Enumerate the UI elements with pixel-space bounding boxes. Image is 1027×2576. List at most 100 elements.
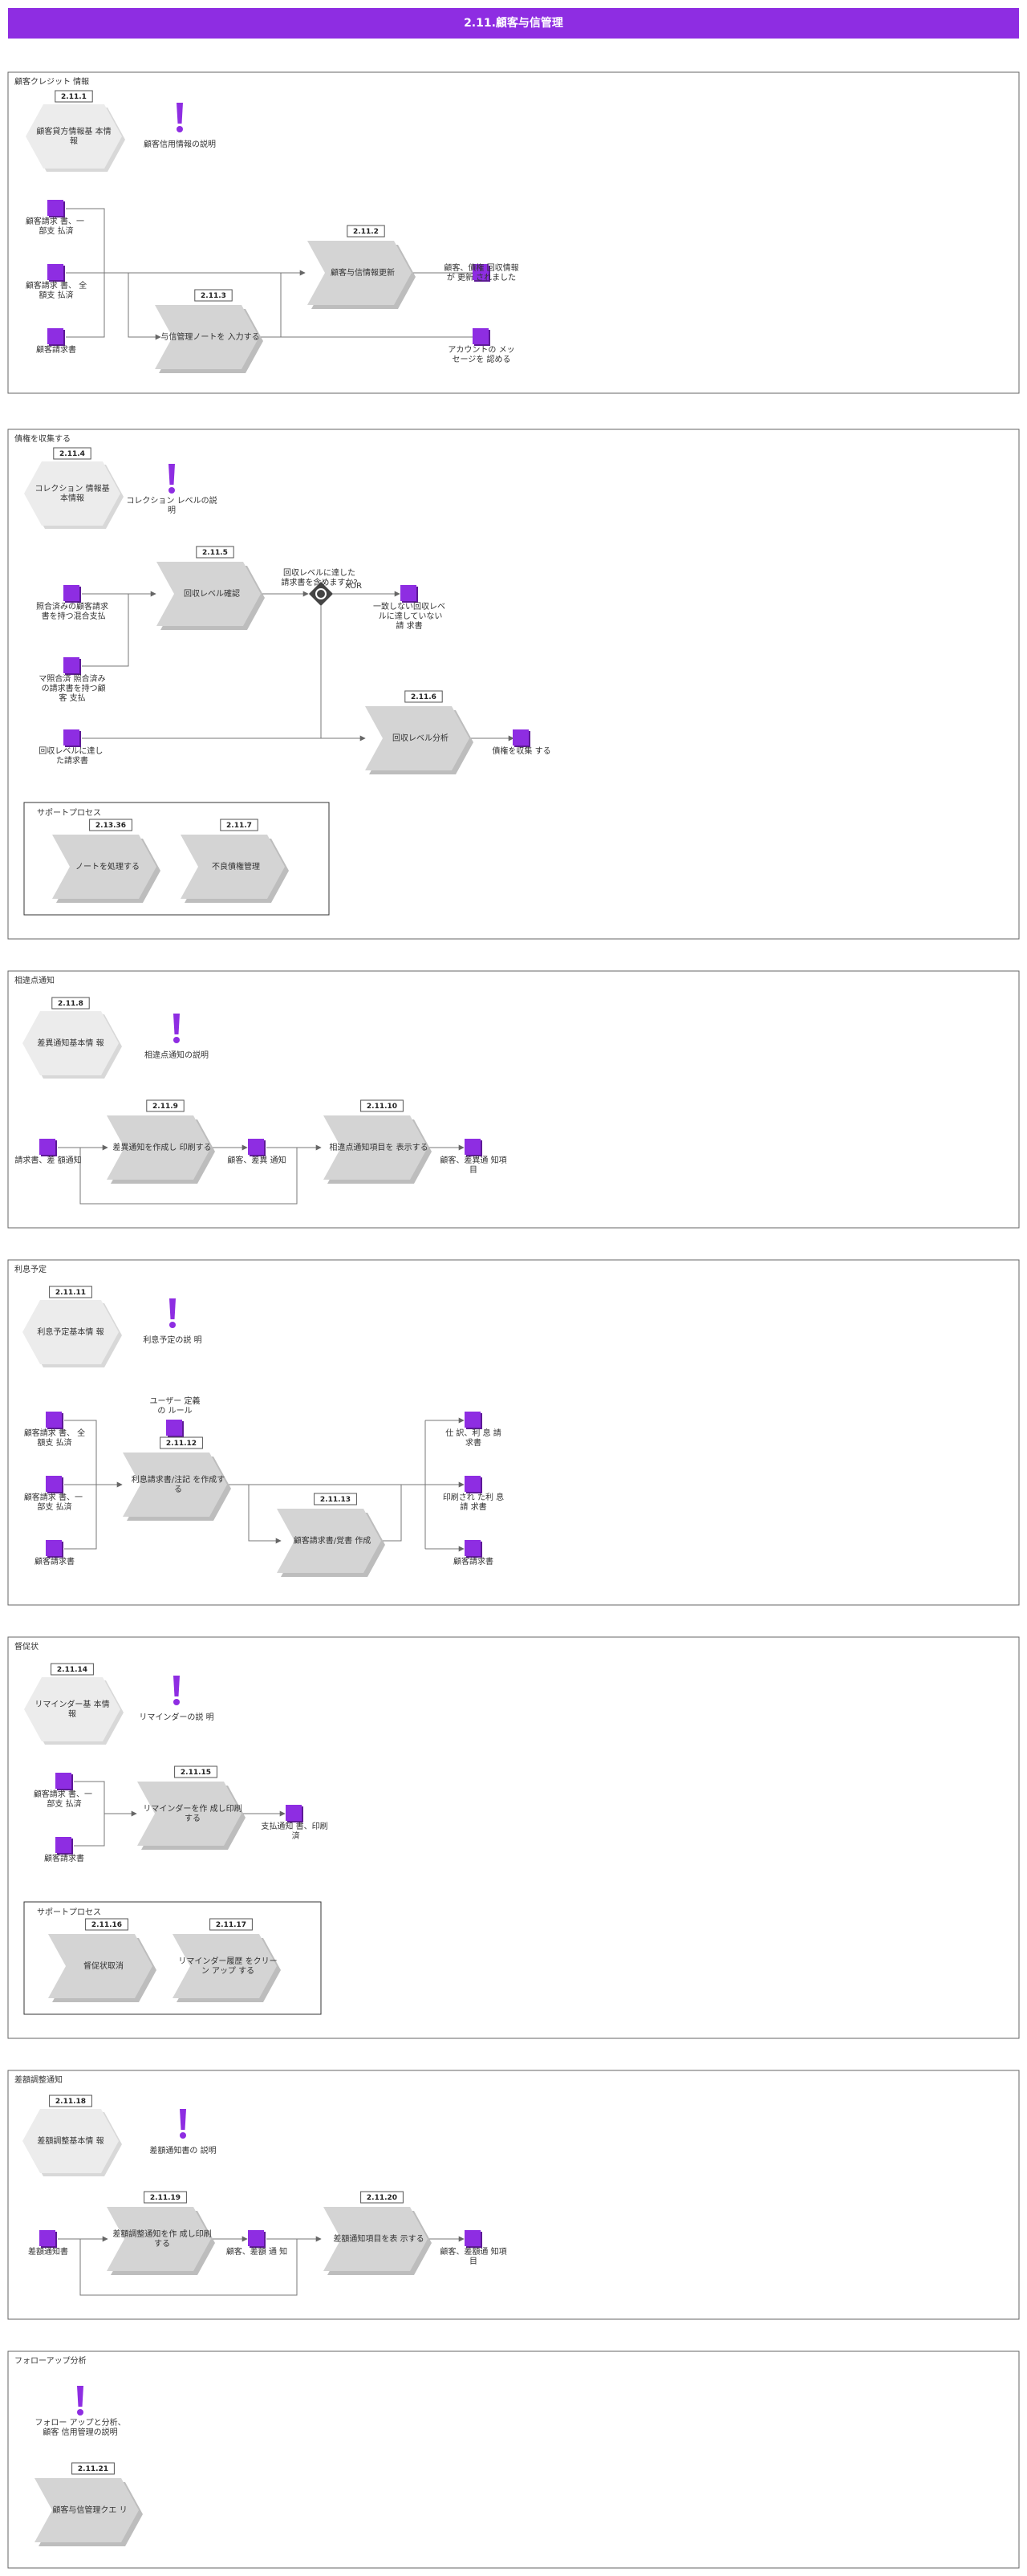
process-step[interactable] [277,1509,381,1573]
event-square[interactable] [47,328,63,344]
section-frame [7,2070,1020,2320]
process-step[interactable] [365,706,469,770]
event-label: 仕 訳、利 息 請求書 [445,1428,501,1448]
event-square[interactable] [465,1139,481,1155]
step-id-box [347,225,385,238]
event-square[interactable] [63,585,79,601]
event-square[interactable] [46,1540,62,1556]
process-step[interactable] [137,1782,242,1846]
base-info-label: 利息予定基本情 報 [37,1327,104,1337]
step-id: 2.11.5 [202,549,228,557]
event-square[interactable] [465,1412,481,1428]
event-square[interactable] [55,1837,71,1853]
step-id: 2.11.12 [166,1440,197,1448]
event-square[interactable] [513,729,529,746]
event-square[interactable] [39,2230,55,2246]
event-square[interactable] [166,1420,182,1436]
process-step[interactable] [323,1115,428,1180]
section-title: 顧客クレジット 情報 [14,76,89,87]
description-label: 相違点通知の説明 [144,1050,209,1060]
event-square[interactable] [46,1412,62,1428]
step-id: 2.11.7 [226,822,252,830]
process-step[interactable] [155,305,259,369]
process-step-label: 利息請求書/注記 を作成する [132,1474,225,1494]
description-label: 差額通知書の 説明 [149,2145,216,2155]
step-id-box [146,1099,185,1112]
base-info-hexagon[interactable] [22,1300,119,1364]
process-step[interactable] [107,1115,211,1180]
gateway-type-label: XOR [345,582,362,591]
section-title: 相違点通知 [14,975,55,985]
page-title-banner: 2.11.顧客与信管理 [8,8,1019,39]
process-step[interactable] [107,2207,211,2271]
event-square[interactable] [465,2230,481,2246]
event-square[interactable] [63,729,79,746]
description-label: フォロー アップと分析、顧客 信用管理の説明 [35,2417,125,2437]
step-id-box [55,90,93,103]
xor-gateway[interactable] [309,582,333,606]
base-info-label: リマインダー基 本情報 [35,1699,109,1719]
event-square[interactable] [55,1773,71,1789]
base-info-hexagon[interactable] [24,461,120,526]
base-info-hexagon[interactable] [22,1011,119,1075]
description-label: リマインダーの説 明 [139,1712,213,1722]
process-step-label: 督促状取消 [83,1960,124,1971]
step-id: 2.11.18 [55,2098,86,2106]
page-title: 2.11.顧客与信管理 [464,17,563,30]
process-step[interactable] [156,562,261,626]
event-square[interactable] [39,1139,55,1155]
exclamation-icon [180,2109,186,2130]
exclamation-dot [180,2132,186,2139]
exclamation-dot [169,1322,176,1328]
base-info-hexagon[interactable] [24,1677,120,1741]
section-frame [7,429,1020,940]
event-square[interactable] [47,264,63,280]
exclamation-icon [177,103,183,124]
event-square[interactable] [248,1139,264,1155]
event-label: 一致しない回収レベ ルに達していない請 求書 [373,601,445,631]
step-id: 2.11.6 [411,693,436,701]
event-label: 顧客請求書 [36,344,76,355]
exclamation-dot [77,2409,83,2416]
process-step[interactable] [181,835,285,899]
step-id: 2.13.36 [95,822,126,830]
event-square[interactable] [248,2230,264,2246]
process-step[interactable] [48,1934,152,1998]
step-id-box [160,1436,203,1449]
connector-line [248,1485,282,1544]
event-square[interactable] [63,657,79,673]
event-square[interactable] [286,1805,302,1821]
exclamation-dot [168,487,175,494]
event-square[interactable] [473,264,489,280]
step-id: 2.11.8 [58,1000,83,1008]
event-square[interactable] [47,200,63,216]
step-id: 2.11.21 [78,2465,108,2473]
base-info-hexagon[interactable] [22,2109,119,2173]
event-square[interactable] [46,1476,62,1492]
event-label: 請求書、差 額通知 [14,1155,81,1165]
event-square[interactable] [400,585,416,601]
exclamation-icon [173,1676,180,1696]
process-step[interactable] [123,1453,227,1517]
process-step[interactable] [173,1934,277,1998]
process-step[interactable] [52,835,156,899]
event-square[interactable] [465,1476,481,1492]
step-id-box [71,2462,115,2475]
base-info-hexagon[interactable] [26,104,122,169]
step-id-box [49,2095,92,2107]
event-label: 顧客、差額 通 知 [226,2246,287,2257]
process-step[interactable] [307,241,412,305]
process-step-label: リマインダーを作 成し印刷する [143,1803,242,1823]
process-step[interactable] [35,2478,139,2542]
connector-line [82,594,129,667]
connector-line [64,1420,97,1485]
connector-line [128,273,161,340]
event-label: 回収レベルに達し た請求書 [39,746,105,766]
process-step-label: 不良債権管理 [212,861,260,872]
event-square[interactable] [473,328,489,344]
support-process-frame [23,802,330,916]
event-square[interactable] [465,1540,481,1556]
step-id-box [51,997,90,1010]
step-id-box [314,1493,357,1505]
process-step[interactable] [323,2207,428,2271]
